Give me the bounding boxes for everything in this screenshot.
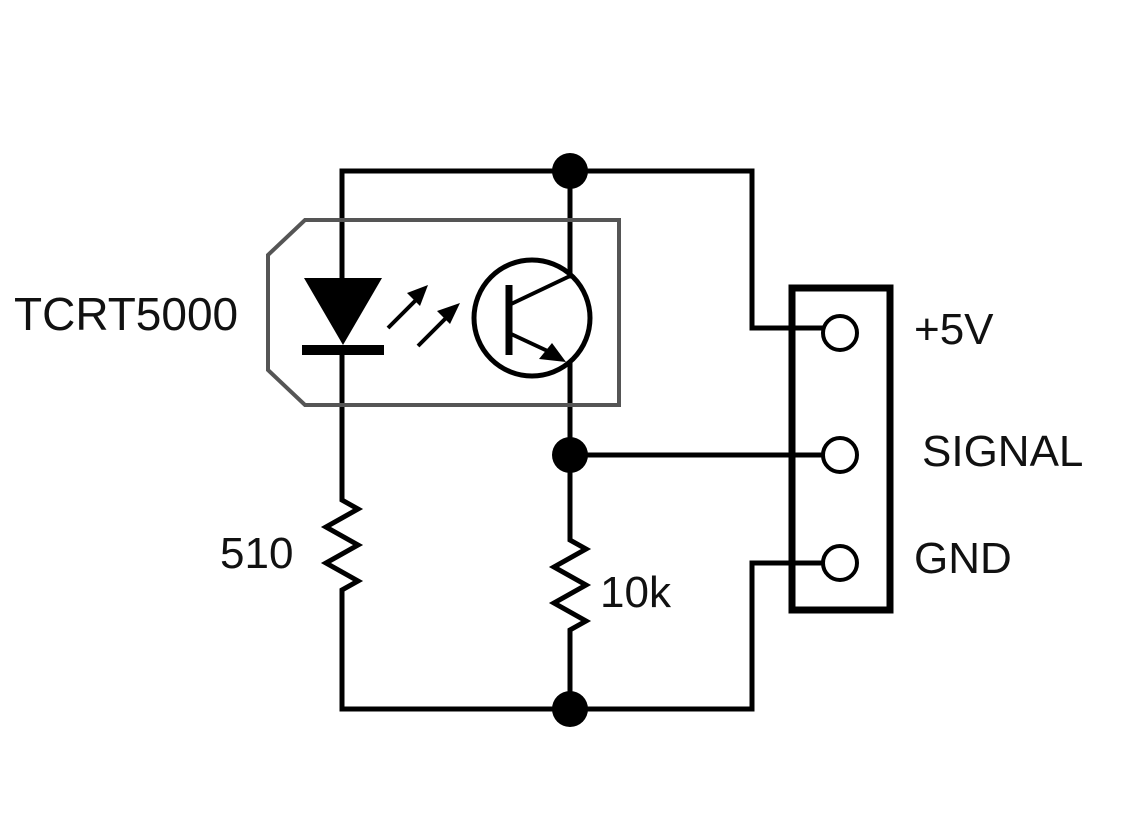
component-label: TCRT5000: [14, 288, 238, 340]
ground-rail: [339, 560, 825, 712]
phototransistor: [471, 257, 593, 379]
tcrt5000-package-outline: [266, 218, 621, 407]
junction-dot-vcc: [552, 153, 588, 189]
pin-label-signal: SIGNAL: [922, 427, 1083, 476]
junction-dot-gnd: [552, 691, 588, 727]
vcc-rail: [339, 168, 825, 331]
resistor-510-label: 510: [220, 529, 293, 578]
resistor-510: [320, 489, 364, 603]
pin-signal-icon: [821, 436, 859, 474]
pin-gnd-icon: [821, 544, 859, 582]
pin-vcc-icon: [821, 314, 859, 352]
infrared-led: [302, 278, 384, 355]
resistor-10k-label: 10k: [600, 568, 672, 617]
pin-label-vcc: +5V: [914, 305, 994, 354]
junction-dot-signal: [552, 437, 588, 473]
pin-header: [788, 284, 894, 614]
pin-label-gnd: GND: [914, 534, 1012, 583]
light-emission-arrows: [386, 285, 460, 348]
resistor-10k: [548, 529, 592, 643]
